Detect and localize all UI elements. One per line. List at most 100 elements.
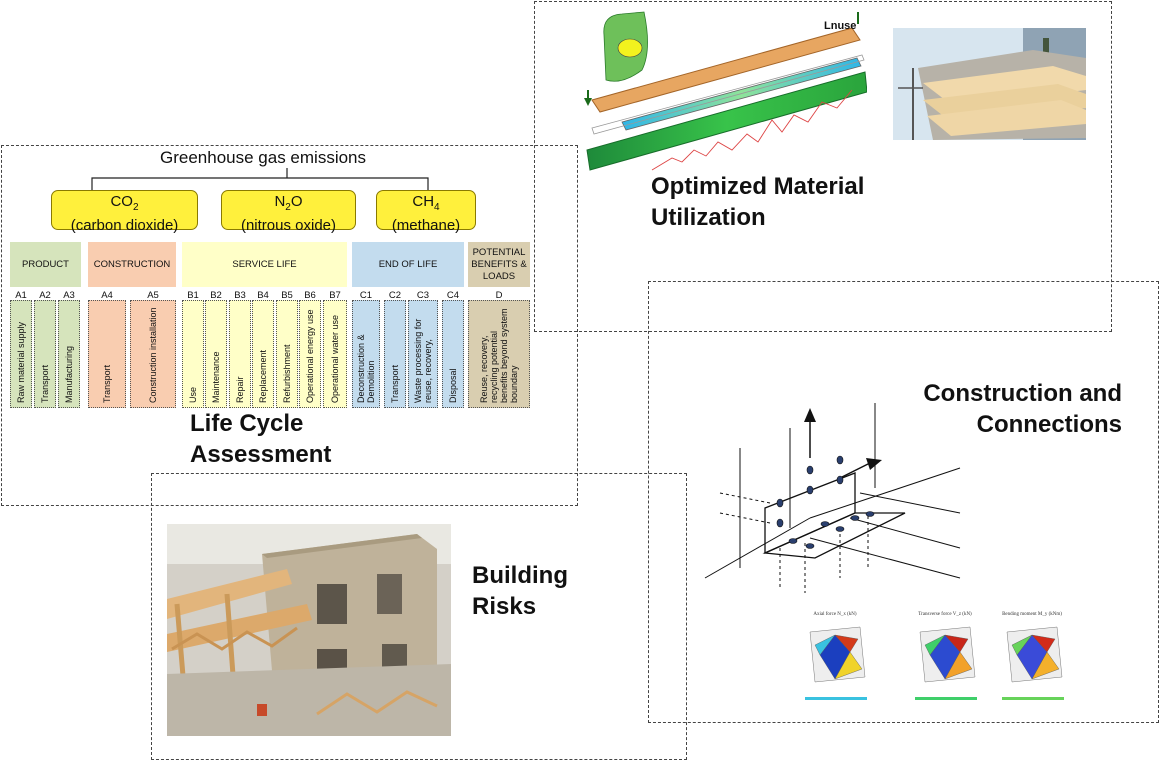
lca-title: Life Cycle Assessment bbox=[190, 408, 331, 470]
gas-co2: CO2 (carbon dioxide) bbox=[51, 190, 198, 234]
connections-title-line1: Construction and bbox=[923, 380, 1122, 407]
stage-column: Maintenance bbox=[205, 300, 227, 408]
stage-column: Refurbishment bbox=[276, 300, 298, 408]
force-chart-title: Axial force N_x (kN) bbox=[813, 612, 857, 617]
force-chart-plot bbox=[915, 626, 977, 700]
stage-column: Replacement bbox=[252, 300, 274, 408]
force-chart: Bending moment M_y (kNm) bbox=[987, 612, 1077, 707]
stage-code: B6 bbox=[304, 290, 316, 301]
stage-label: Manufacturing bbox=[64, 345, 74, 403]
force-chart-plot bbox=[805, 626, 867, 700]
stage-code: B3 bbox=[234, 290, 246, 301]
stage-label: Transport bbox=[40, 364, 50, 403]
stage-label: Disposal bbox=[448, 368, 458, 403]
stage-label: Transport bbox=[390, 364, 400, 403]
stage-code: A2 bbox=[39, 290, 51, 301]
colorbar bbox=[805, 697, 867, 700]
force-surface bbox=[1031, 634, 1056, 653]
force-surface bbox=[1011, 634, 1033, 656]
lca-frame bbox=[1, 145, 578, 506]
material-frame bbox=[534, 1, 1112, 332]
force-surface bbox=[834, 651, 863, 680]
phase-construction: CONSTRUCTION bbox=[88, 242, 176, 287]
force-surface bbox=[834, 634, 859, 653]
stage-label: Replacement bbox=[258, 349, 268, 403]
stage-column: Use bbox=[182, 300, 204, 408]
lca-title-line1: Life Cycle bbox=[190, 410, 304, 437]
material-title-line1: Optimized Material bbox=[651, 173, 865, 200]
stage-column: Repair bbox=[229, 300, 251, 408]
connections-title-line2: Connections bbox=[976, 411, 1122, 438]
colorbar bbox=[915, 697, 977, 700]
connection-bracket-drawing bbox=[704, 403, 961, 593]
material-title-line2: Utilization bbox=[651, 204, 766, 231]
force-surface bbox=[814, 634, 836, 656]
force-surface bbox=[944, 634, 969, 653]
stage-label: Raw material supply bbox=[16, 321, 26, 403]
stage-code: D bbox=[495, 290, 503, 301]
stage-column: Raw material supply bbox=[10, 300, 32, 408]
phase-product: PRODUCT bbox=[10, 242, 81, 287]
stage-code: B2 bbox=[210, 290, 222, 301]
stage-code: C1 bbox=[359, 290, 373, 301]
force-chart: Transverse force V_z (kN) bbox=[900, 612, 990, 707]
stage-code: A5 bbox=[147, 290, 159, 301]
building-photo bbox=[167, 524, 451, 736]
force-surface bbox=[944, 651, 973, 680]
stage-column: Construction installation bbox=[130, 300, 176, 408]
force-surface bbox=[924, 634, 946, 656]
stage-code: A3 bbox=[63, 290, 75, 301]
stage-label: Operational water use bbox=[330, 314, 340, 403]
stage-label: Reuse, recovery, recycling potential ben… bbox=[479, 308, 519, 403]
stage-code: B7 bbox=[329, 290, 341, 301]
beam-label: Lnuse bbox=[824, 20, 857, 32]
force-chart-title: Transverse force V_z (kN) bbox=[918, 612, 972, 617]
gas-n2o: N2O (nitrous oxide) bbox=[221, 190, 356, 234]
stage-column: Manufacturing bbox=[58, 300, 80, 408]
force-chart-title: Bending moment M_y (kNm) bbox=[1002, 612, 1062, 617]
stage-label: Deconstruction & Demolition bbox=[356, 334, 376, 403]
clt-panel-photo bbox=[893, 28, 1086, 140]
stage-code: C2 bbox=[388, 290, 402, 301]
risks-title: Building Risks bbox=[472, 560, 568, 622]
stage-column: Operational water use bbox=[323, 300, 347, 408]
stage-code: B5 bbox=[281, 290, 293, 301]
force-surface bbox=[1031, 651, 1060, 680]
lca-bracket bbox=[91, 168, 429, 190]
lca-header: Greenhouse gas emissions bbox=[160, 148, 367, 167]
connections-frame bbox=[648, 281, 1159, 723]
stage-column: Transport bbox=[384, 300, 406, 408]
risks-title-line1: Building bbox=[472, 562, 568, 589]
stage-label: Operational energy use bbox=[305, 309, 315, 403]
colorbar bbox=[1002, 697, 1064, 700]
gas-ch4: CH4 (methane) bbox=[376, 190, 476, 234]
stage-label: Repair bbox=[235, 376, 245, 403]
material-title: Optimized Material Utilization bbox=[651, 171, 864, 233]
risks-title-line2: Risks bbox=[472, 593, 537, 620]
stage-column: Transport bbox=[34, 300, 56, 408]
stage-code: A4 bbox=[101, 290, 113, 301]
stage-column: Reuse, recovery, recycling potential ben… bbox=[468, 300, 530, 408]
beam-fe-image bbox=[584, 11, 867, 171]
risks-frame bbox=[151, 473, 687, 760]
stage-label: Waste processing for reuse, recovery, bbox=[413, 318, 433, 403]
lca-title-line2: Assessment bbox=[190, 441, 332, 468]
connections-title: Construction and Connections bbox=[870, 378, 1122, 440]
stage-column: Operational energy use bbox=[299, 300, 321, 408]
stage-code: B1 bbox=[187, 290, 199, 301]
stage-column: Deconstruction & Demolition bbox=[352, 300, 380, 408]
stage-label: Transport bbox=[102, 364, 112, 403]
stage-code: C4 bbox=[446, 290, 460, 301]
phase-service-life: SERVICE LIFE bbox=[182, 242, 347, 287]
force-chart-plot bbox=[1002, 626, 1064, 700]
stage-code: B4 bbox=[257, 290, 269, 301]
stage-label: Maintenance bbox=[211, 351, 221, 403]
stage-column: Waste processing for reuse, recovery, bbox=[408, 300, 438, 408]
stage-code: C3 bbox=[416, 290, 430, 301]
stage-column: Transport bbox=[88, 300, 126, 408]
stage-label: Refurbishment bbox=[282, 344, 292, 403]
phase-benefits: POTENTIAL BENEFITS & LOADS bbox=[468, 242, 530, 287]
stage-label: Construction installation bbox=[148, 307, 158, 403]
phase-end-of-life: END OF LIFE bbox=[352, 242, 464, 287]
stage-code: A1 bbox=[15, 290, 27, 301]
